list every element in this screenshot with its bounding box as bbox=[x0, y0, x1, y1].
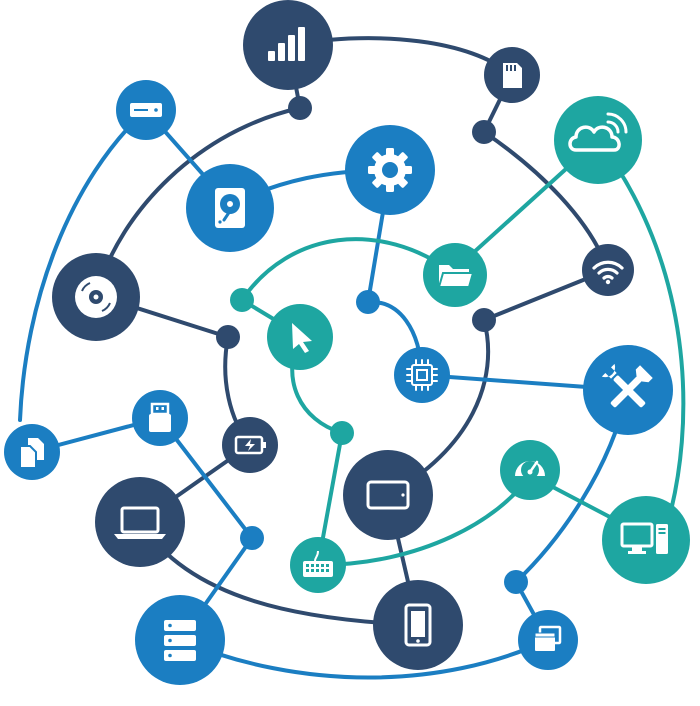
connector bbox=[240, 237, 454, 302]
node-keyboard bbox=[290, 537, 346, 593]
node-tablet bbox=[343, 450, 433, 540]
node-disc bbox=[52, 253, 140, 341]
node-battery bbox=[222, 417, 278, 473]
node-usb bbox=[132, 390, 188, 446]
connector bbox=[596, 138, 686, 538]
node-server bbox=[135, 595, 225, 685]
folder-icon bbox=[437, 265, 475, 288]
node-laptop bbox=[95, 477, 185, 567]
laptop-icon bbox=[114, 506, 166, 539]
tablet-icon bbox=[366, 480, 410, 510]
hard-disk-icon bbox=[215, 188, 245, 228]
node-desktop bbox=[602, 496, 690, 584]
usb-drive-icon bbox=[149, 402, 171, 432]
optical-disc-icon bbox=[75, 276, 117, 318]
node-sdcard bbox=[484, 47, 540, 103]
nodes bbox=[4, 0, 690, 685]
cpu-chip-icon bbox=[406, 359, 438, 391]
battery-icon bbox=[234, 435, 266, 455]
junction-dot bbox=[330, 421, 354, 445]
junction-dot bbox=[472, 120, 496, 144]
connector bbox=[18, 108, 148, 422]
node-harddisk bbox=[186, 164, 274, 252]
node-cursor bbox=[267, 304, 333, 370]
junction-dot bbox=[230, 288, 254, 312]
node-cloud bbox=[554, 96, 642, 184]
cloud-wifi-icon bbox=[568, 112, 628, 152]
tools-icon bbox=[601, 363, 653, 408]
node-windows bbox=[518, 610, 578, 670]
junction-dot bbox=[504, 570, 528, 594]
junction-dot bbox=[356, 290, 380, 314]
documents-icon bbox=[19, 438, 44, 469]
node-wifi bbox=[582, 244, 634, 296]
cursor-arrow-icon bbox=[292, 323, 312, 353]
gear-icon bbox=[368, 148, 412, 192]
desktop-computer-icon bbox=[620, 522, 668, 554]
node-folder bbox=[423, 243, 487, 307]
node-signal bbox=[243, 0, 333, 90]
server-stack-icon bbox=[164, 620, 196, 661]
router-box-icon bbox=[130, 103, 162, 117]
junction-dot bbox=[216, 325, 240, 349]
connector bbox=[178, 638, 550, 680]
node-gauge bbox=[500, 440, 560, 500]
wifi-icon bbox=[592, 260, 624, 280]
node-chip bbox=[394, 347, 450, 403]
node-tools bbox=[583, 345, 673, 435]
keyboard-icon bbox=[303, 550, 333, 577]
smartphone-icon bbox=[404, 603, 432, 647]
speedometer-icon bbox=[515, 460, 545, 479]
node-settings bbox=[345, 125, 435, 215]
junction-dot bbox=[240, 526, 264, 550]
app-windows-icon bbox=[534, 625, 562, 651]
signal-bars-icon bbox=[268, 27, 305, 61]
junction-dot bbox=[288, 96, 312, 120]
junction-dots bbox=[216, 96, 528, 594]
sd-card-icon bbox=[503, 63, 522, 88]
node-router bbox=[116, 80, 176, 140]
node-documents bbox=[4, 424, 60, 480]
node-phone bbox=[373, 580, 463, 670]
junction-dot bbox=[472, 308, 496, 332]
